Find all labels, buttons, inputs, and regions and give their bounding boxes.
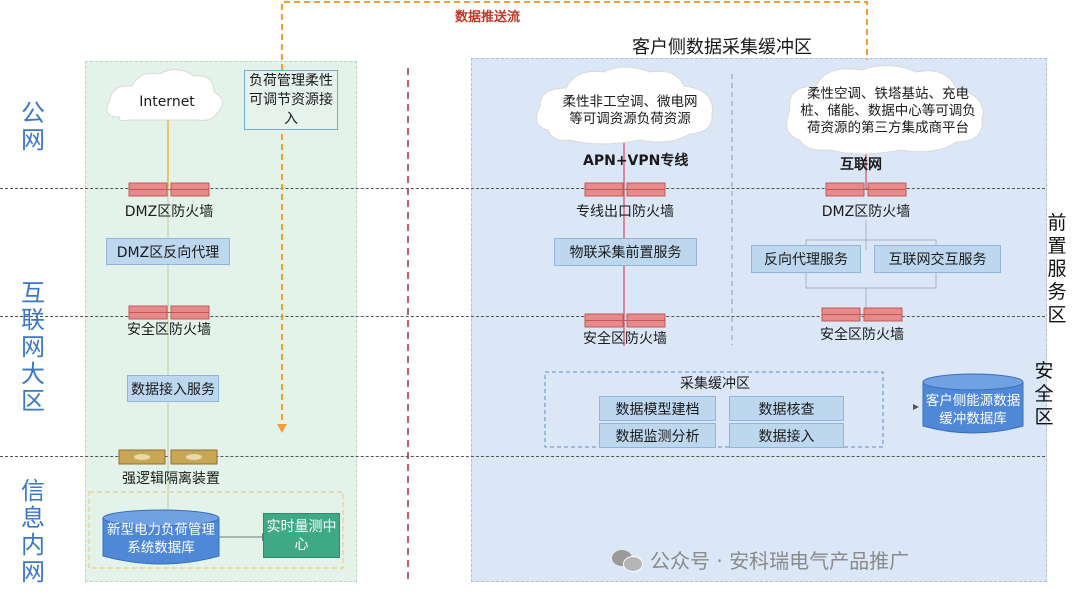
buffer-item-access-label: 数据接入	[758, 428, 815, 445]
reverse-proxy-service-label: 反向代理服务	[764, 252, 848, 268]
internet-zone-left	[85, 61, 357, 582]
load-management-db-label: 新型电力负荷管理系统数据库	[107, 522, 215, 556]
firewall-icon-right-sec-2	[821, 307, 903, 322]
internet-interaction-service-box: 互联网交互服务	[874, 245, 1001, 273]
line-exit-firewall-label: 专线出口防火墙	[576, 204, 674, 220]
watermark-text: 公众号 · 安科瑞电气产品推广	[650, 549, 910, 573]
data-access-service-box: 数据接入服务	[127, 375, 219, 402]
left-security-firewall-label: 安全区防火墙	[127, 322, 211, 338]
realtime-center-box: 实时量测中心	[263, 513, 340, 558]
zone-divider-intranet	[0, 456, 1045, 457]
flow-arrow-head	[277, 424, 287, 433]
isolation-device-icon	[118, 449, 218, 465]
zone-divider-public	[0, 188, 1045, 189]
internet-interaction-service-label: 互联网交互服务	[888, 252, 987, 268]
buffer-item-model-label: 数据模型建档	[615, 401, 700, 418]
buffer-item-monitor-label: 数据监测分析	[615, 428, 700, 445]
right-security-firewall-2-label: 安全区防火墙	[820, 327, 904, 343]
zone-label-security: 安全区	[1034, 360, 1054, 428]
right-dmz-firewall-label: DMZ区防火墙	[821, 204, 911, 220]
right-title: 客户侧数据采集缓冲区	[632, 37, 812, 58]
reverse-proxy-service-box: 反向代理服务	[751, 245, 861, 273]
buffer-item-check-label: 数据核查	[758, 401, 815, 418]
flex-resource-label: 负荷管理柔性可调节资源接入	[249, 72, 333, 127]
internet-label: Internet	[139, 94, 195, 110]
zone-divider-front	[0, 316, 1045, 317]
zone-label-intranet: 信息内网	[21, 477, 45, 586]
watermark: 公众号 · 安科瑞电气产品推广	[612, 545, 909, 574]
buffer-title: 采集缓冲区	[680, 376, 750, 392]
buffer-item-monitor: 数据监测分析	[599, 423, 716, 448]
cloud2-label: 柔性空调、铁塔基站、充电桩、储能、数据中心等可调负荷资源的第三方集成商平台	[800, 86, 976, 136]
intranet-dashed-frame	[88, 491, 344, 569]
wechat-icon	[612, 548, 643, 572]
buffer-item-check: 数据核查	[729, 396, 844, 421]
firewall-icon-right-dmz	[825, 182, 907, 197]
firewall-icon-right-line	[584, 182, 666, 197]
firewall-icon-left-security	[128, 305, 210, 320]
firewall-icon-right-sec-1	[584, 313, 666, 328]
dmz-reverse-proxy-box: DMZ区反向代理	[106, 238, 230, 265]
zone-label-public: 公网	[21, 99, 45, 154]
realtime-center-label: 实时量测中心	[266, 518, 337, 553]
buffer-item-access: 数据接入	[729, 423, 844, 448]
customer-energy-db: 客户侧能源数据缓冲数据库	[925, 390, 1021, 430]
dmz-reverse-proxy-label: DMZ区反向代理	[116, 244, 220, 261]
database-icon-left	[102, 509, 220, 565]
cloud-icon-apn	[535, 66, 713, 145]
flow-label: 数据推送流	[455, 10, 521, 25]
iot-front-service-label: 物联采集前置服务	[569, 245, 682, 261]
isolation-device-label: 强逻辑隔离装置	[122, 471, 220, 487]
zone-label-front-service: 前置服务区	[1047, 212, 1067, 326]
cloud1-label: 柔性非工空调、微电网等可调资源负荷资源	[562, 94, 698, 127]
cloud-icon-third-party	[786, 65, 984, 155]
apn-label: APN+VPN专线	[583, 153, 689, 169]
internet-cn-label: 互联网	[840, 157, 882, 173]
data-access-service-label: 数据接入服务	[131, 381, 215, 398]
flex-resource-box: 负荷管理柔性可调节资源接入	[244, 70, 338, 130]
left-dmz-firewall-label: DMZ区防火墙	[124, 204, 214, 220]
load-management-db: 新型电力负荷管理系统数据库	[103, 520, 219, 558]
buffer-item-model: 数据模型建档	[599, 396, 716, 421]
customer-energy-db-label: 客户侧能源数据缓冲数据库	[925, 393, 1021, 427]
zone-label-internet-large: 互联网大区	[21, 279, 45, 415]
cloud-icon	[106, 69, 223, 122]
right-security-firewall-1-label: 安全区防火墙	[583, 331, 667, 347]
database-icon-right	[922, 373, 1024, 434]
data-push-flow-arrow	[281, 1, 868, 430]
iot-front-service-box: 物联采集前置服务	[554, 238, 697, 266]
firewall-icon-left-dmz	[128, 182, 210, 197]
